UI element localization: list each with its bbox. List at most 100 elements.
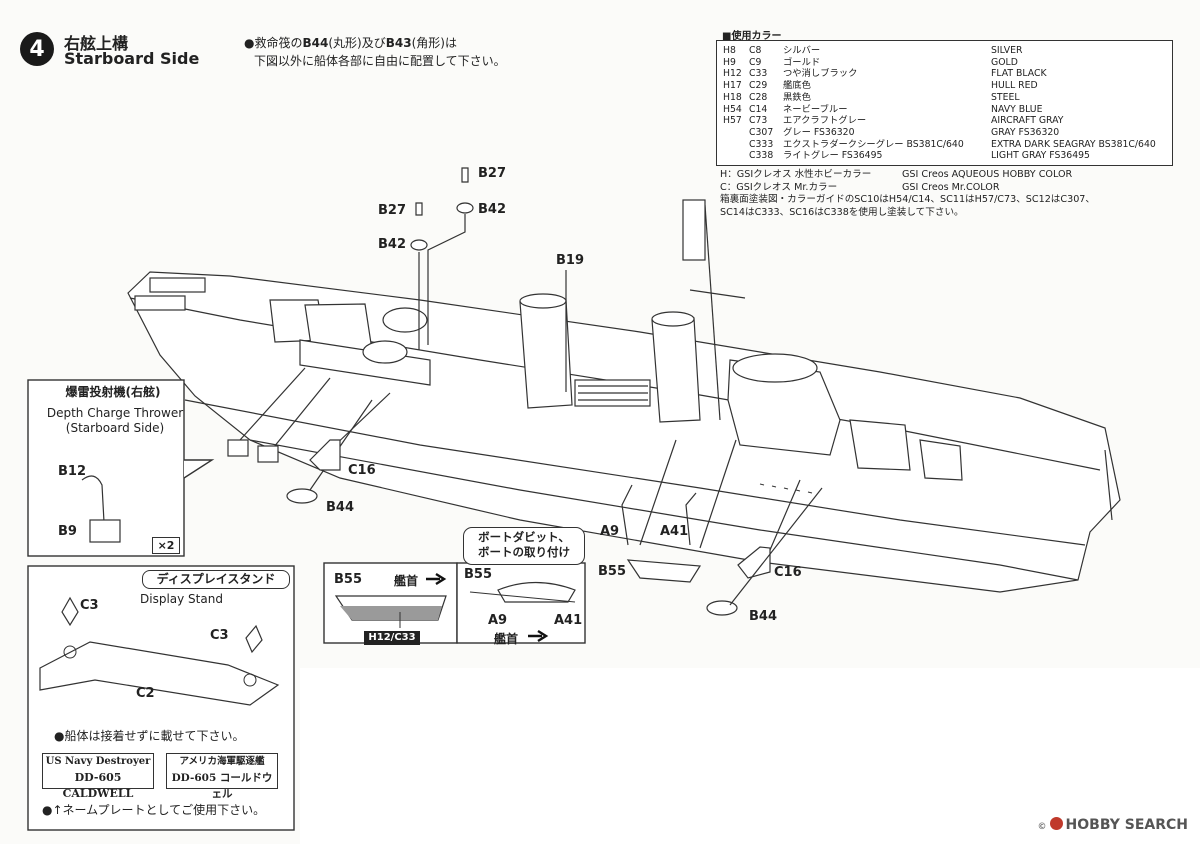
bridge-block [727,359,841,456]
nameplate-jp-line: DD-605 コールドウェル [171,772,273,800]
part-a41-label: A41 [660,524,689,539]
deck-edge [129,297,1101,471]
bridge-top [732,353,818,383]
nameplate-en-line: DD-605 CALDWELL [62,771,134,800]
nameplate-en-line: US Navy Destroyer [45,756,151,767]
color-h: H54 [723,103,742,115]
color-en: GRAY FS36320 [991,126,1060,138]
color-jp: ゴールド [783,56,821,68]
color-h: H8 [723,45,736,56]
color-h: H57 [723,115,742,127]
color-legend-h: H：GSIクレオス 水性ホビーカラー [720,169,871,182]
davit-a41-label: A41 [554,613,583,628]
stand-c3-left-shape [61,596,79,627]
color-en: FLAT BLACK [991,68,1047,80]
color-h: H18 [723,91,742,103]
stand-c2-label: C2 [136,686,155,701]
stand-base-shape [39,641,280,706]
color-h: H12 [723,68,742,80]
leader-b44 [309,399,373,491]
davit-b55-label: B55 [464,567,492,582]
color-h: H9 [723,56,736,68]
leader-davit-2 [699,439,737,549]
boat-paint-badge: H12/C33 [364,631,420,645]
depth-charge-rack [149,277,206,293]
copyright-mark: © [1037,822,1047,832]
part-b19-label: B19 [556,253,584,268]
display-stand-title-en: Display Stand [140,592,223,606]
color-jp: ネービーブルー [783,103,848,115]
dc-b9-shape [89,519,121,543]
jack-staff [1104,449,1113,521]
part-b44-left-shape [286,488,318,504]
step-title-en: Starboard Side [64,49,200,68]
boat-b55-label: B55 [334,572,362,587]
step-number-badge: 4 [20,32,54,66]
part-a9-shape [621,484,633,546]
depth-charge-title-en: Depth Charge Thrower (Starboard Side) [30,406,200,436]
part-b44-left-label: B44 [326,500,354,515]
color-jp: シルバー [783,45,821,56]
color-jp: つや消しブラック [783,68,858,80]
color-guide-note-2: SC14はC333、SC16はC338を使用し塗装して下さい。 [720,206,964,218]
color-en: STEEL [991,91,1020,103]
forward-funnel-top [651,311,695,327]
aa-mount-2 [362,340,408,364]
step-title-jp: 右舷上構 [64,34,129,53]
part-c16-right-shape [737,546,771,579]
color-en: AIRCRAFT GRAY [991,115,1064,127]
part-b44-right-label: B44 [749,609,777,624]
color-c: C14 [749,103,768,115]
stand-c3-right-label: C3 [210,628,229,643]
color-en: HULL RED [991,80,1038,92]
color-h: H17 [723,80,742,92]
arrow-right-icon [426,572,447,586]
color-c: C333 [749,138,774,150]
part-c16-left-shape [309,439,341,471]
color-legend-h-en: GSI Creos AQUEOUS HOBBY COLOR [902,169,1073,180]
aft-funnel [519,299,573,409]
depth-charge-title-jp: 爆雷投射機(右舷) [65,385,161,399]
davit-boat-shape [497,581,576,603]
watermark-text: HOBBY SEARCH [1065,817,1188,833]
color-en: SILVER [991,45,1023,56]
color-guide-note-1: 箱裏面塗装図・カラーガイドのSC10はH54/C14、SC11はH57/C73、… [720,194,1095,205]
color-jp: ライトグレー FS36495 [783,150,883,162]
note-part-b44: B44 [302,36,329,50]
leader-dc-1 [239,367,306,441]
nameplate-en: US Navy Destroyer DD-605 CALDWELL [42,753,154,800]
depth-charge-rack-2 [134,295,186,311]
arrow-right-icon [528,629,549,643]
color-en: GOLD [991,56,1018,68]
part-b27-left-shape [415,202,423,216]
note-part-b43: B43 [385,36,412,50]
part-c16-right-label: C16 [774,565,802,580]
leader-davit-1 [639,439,677,546]
legend-text: H：GSIクレオス 水性ホビーカラー [720,169,872,180]
boot-topping [184,399,1086,546]
part-a41-shape [685,492,697,546]
watermark: © HOBBY SEARCH [1038,817,1188,833]
leader-dc-2 [264,377,331,459]
color-jp: グレー FS36320 [783,126,855,138]
part-b42-left-shape [410,239,428,251]
part-b42-top-label: B42 [478,202,506,217]
part-b55-shape [626,559,702,583]
dc-part-b9-label: B9 [58,524,77,539]
note-text: 下図以外に船体各部に自由に配置して下さい。 [254,54,506,68]
part-b44-right-shape [706,600,738,616]
color-jp: 黒鉄色 [783,91,811,103]
color-en: EXTRA DARK SEAGRAY BS381C/640 [991,138,1156,150]
radar-antenna [682,199,706,261]
leader-c16-right [769,479,801,551]
part-b42-top-shape [456,202,474,214]
mast-yard [689,289,746,299]
color-c: C33 [749,68,768,80]
color-c: C338 [749,150,774,162]
